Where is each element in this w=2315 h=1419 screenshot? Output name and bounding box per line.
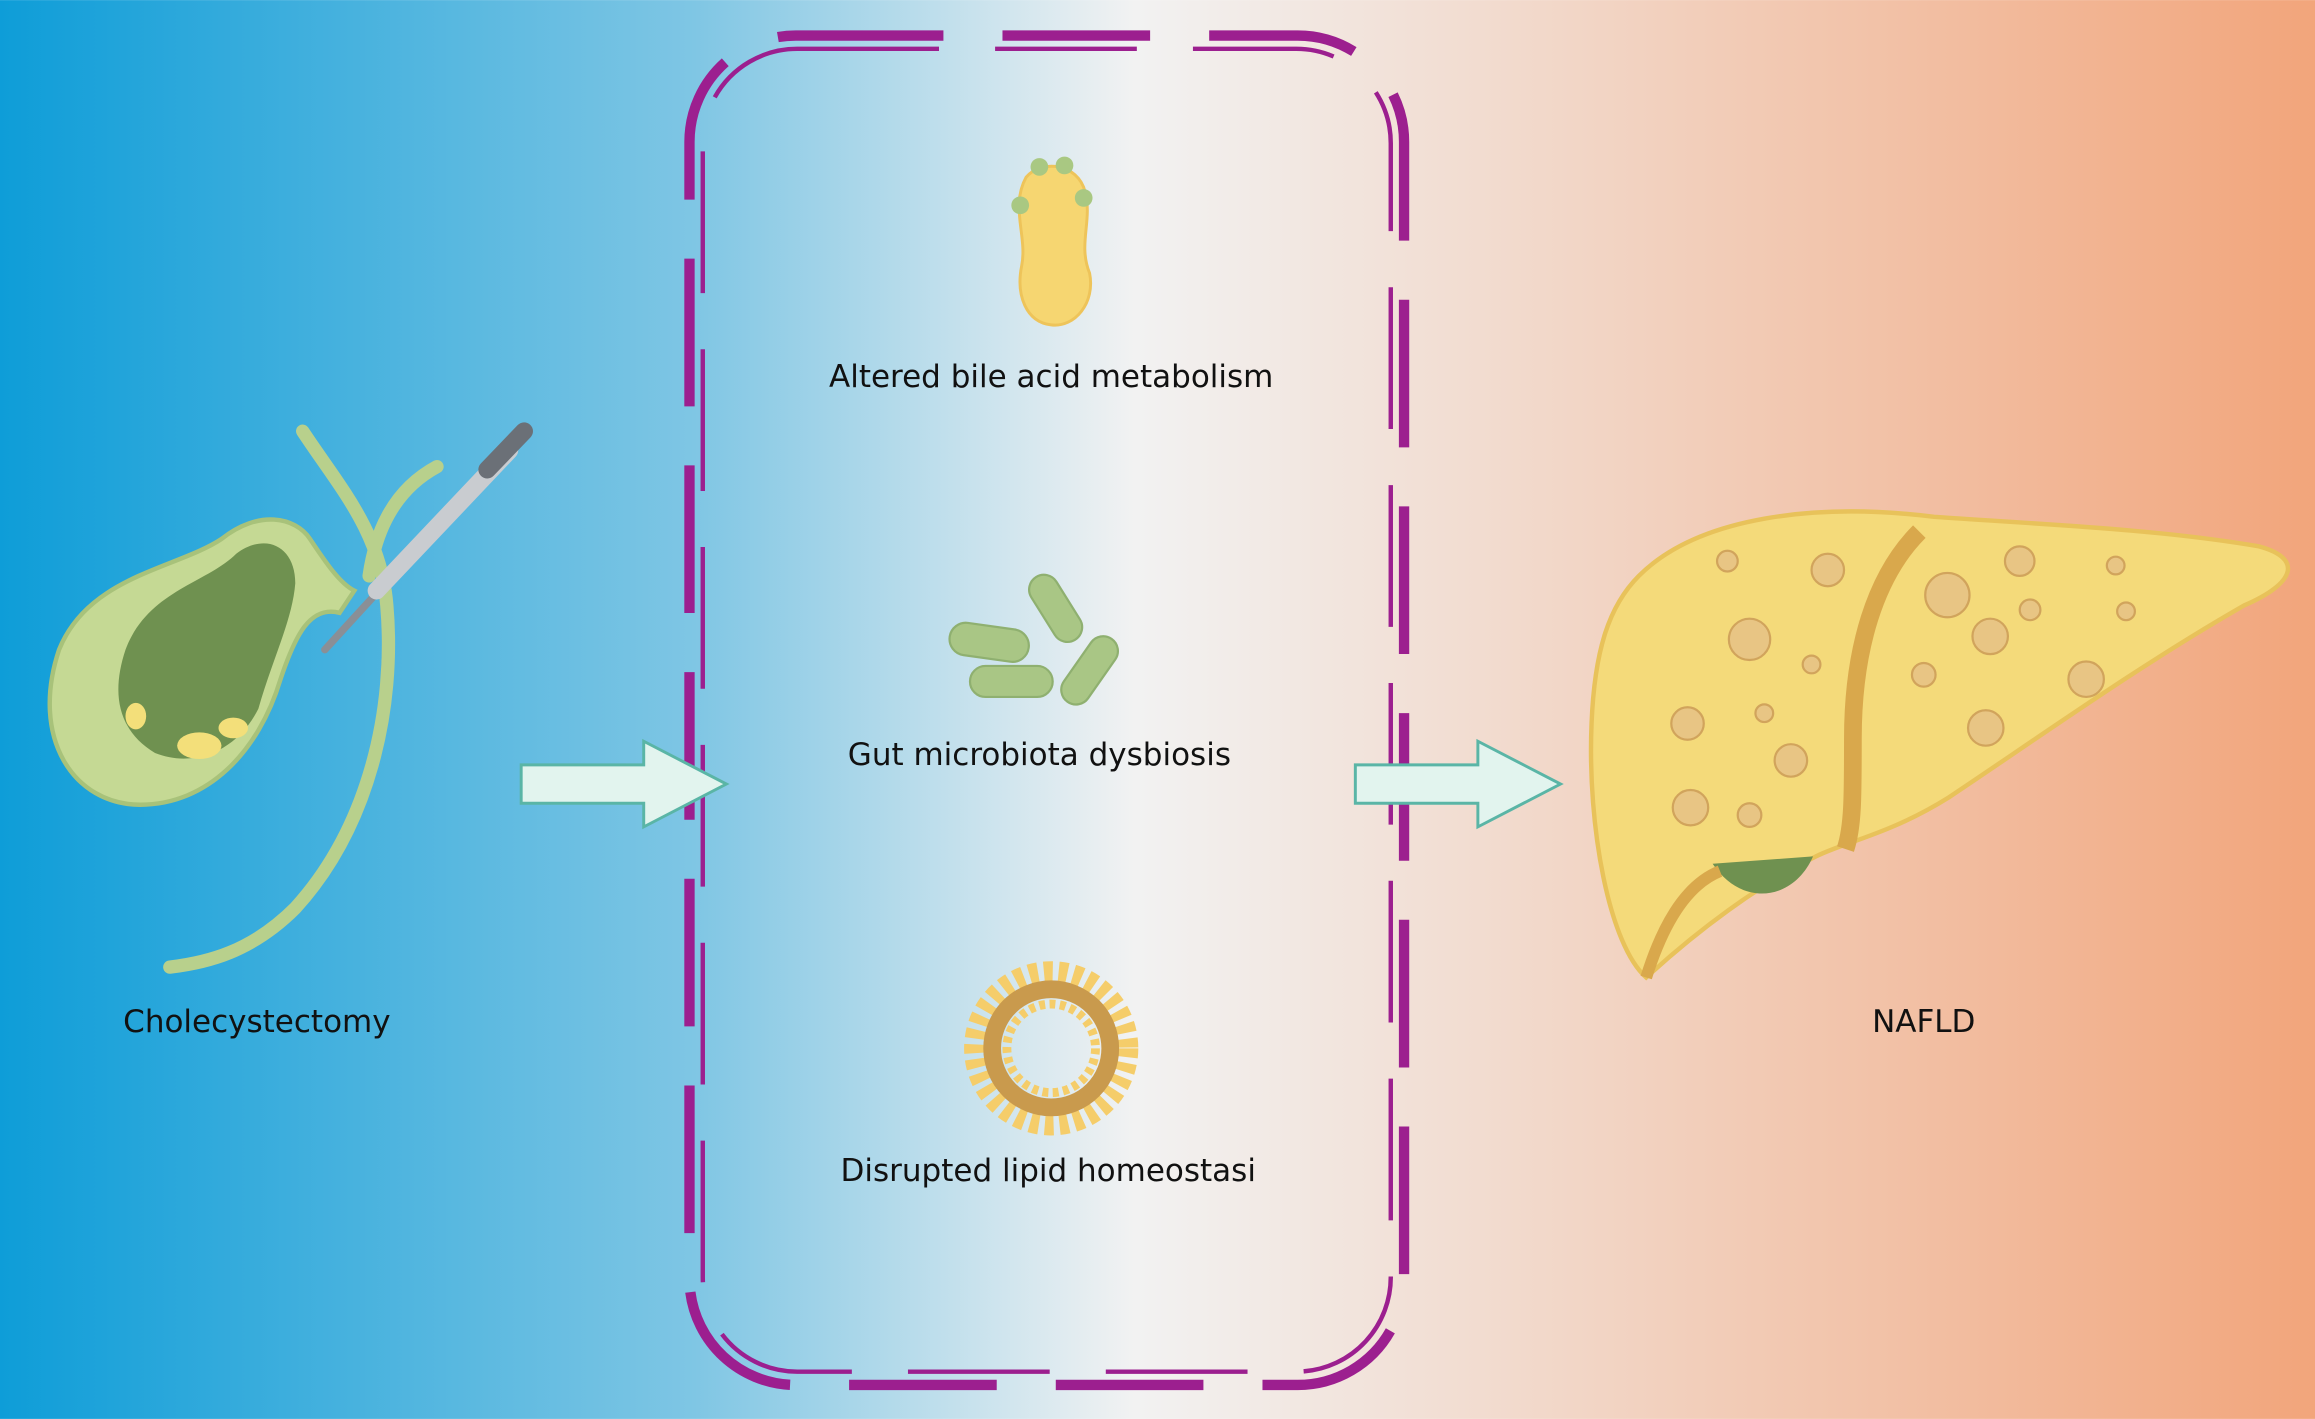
bile-acid-icon [1011,156,1093,327]
bacteria-icon [948,573,1120,706]
gallbladder-scalpel-icon [47,422,533,974]
mechanism-frame [684,30,1410,1391]
fatty-liver-icon [1588,509,2291,981]
lipid-micelle-icon [964,961,1139,1136]
arrow-right-icon [1353,738,1564,830]
arrow-right-icon [519,738,730,830]
mechanism-label-bile-acid: Altered bile acid metabolism [829,359,1273,395]
mechanism-label-lipid: Disrupted lipid homeostasi [841,1153,1256,1189]
mechanism-label-microbiota: Gut microbiota dysbiosis [848,737,1231,773]
nafld-label: NAFLD [1872,1004,1975,1040]
cholecystectomy-label: Cholecystectomy [123,1004,390,1040]
